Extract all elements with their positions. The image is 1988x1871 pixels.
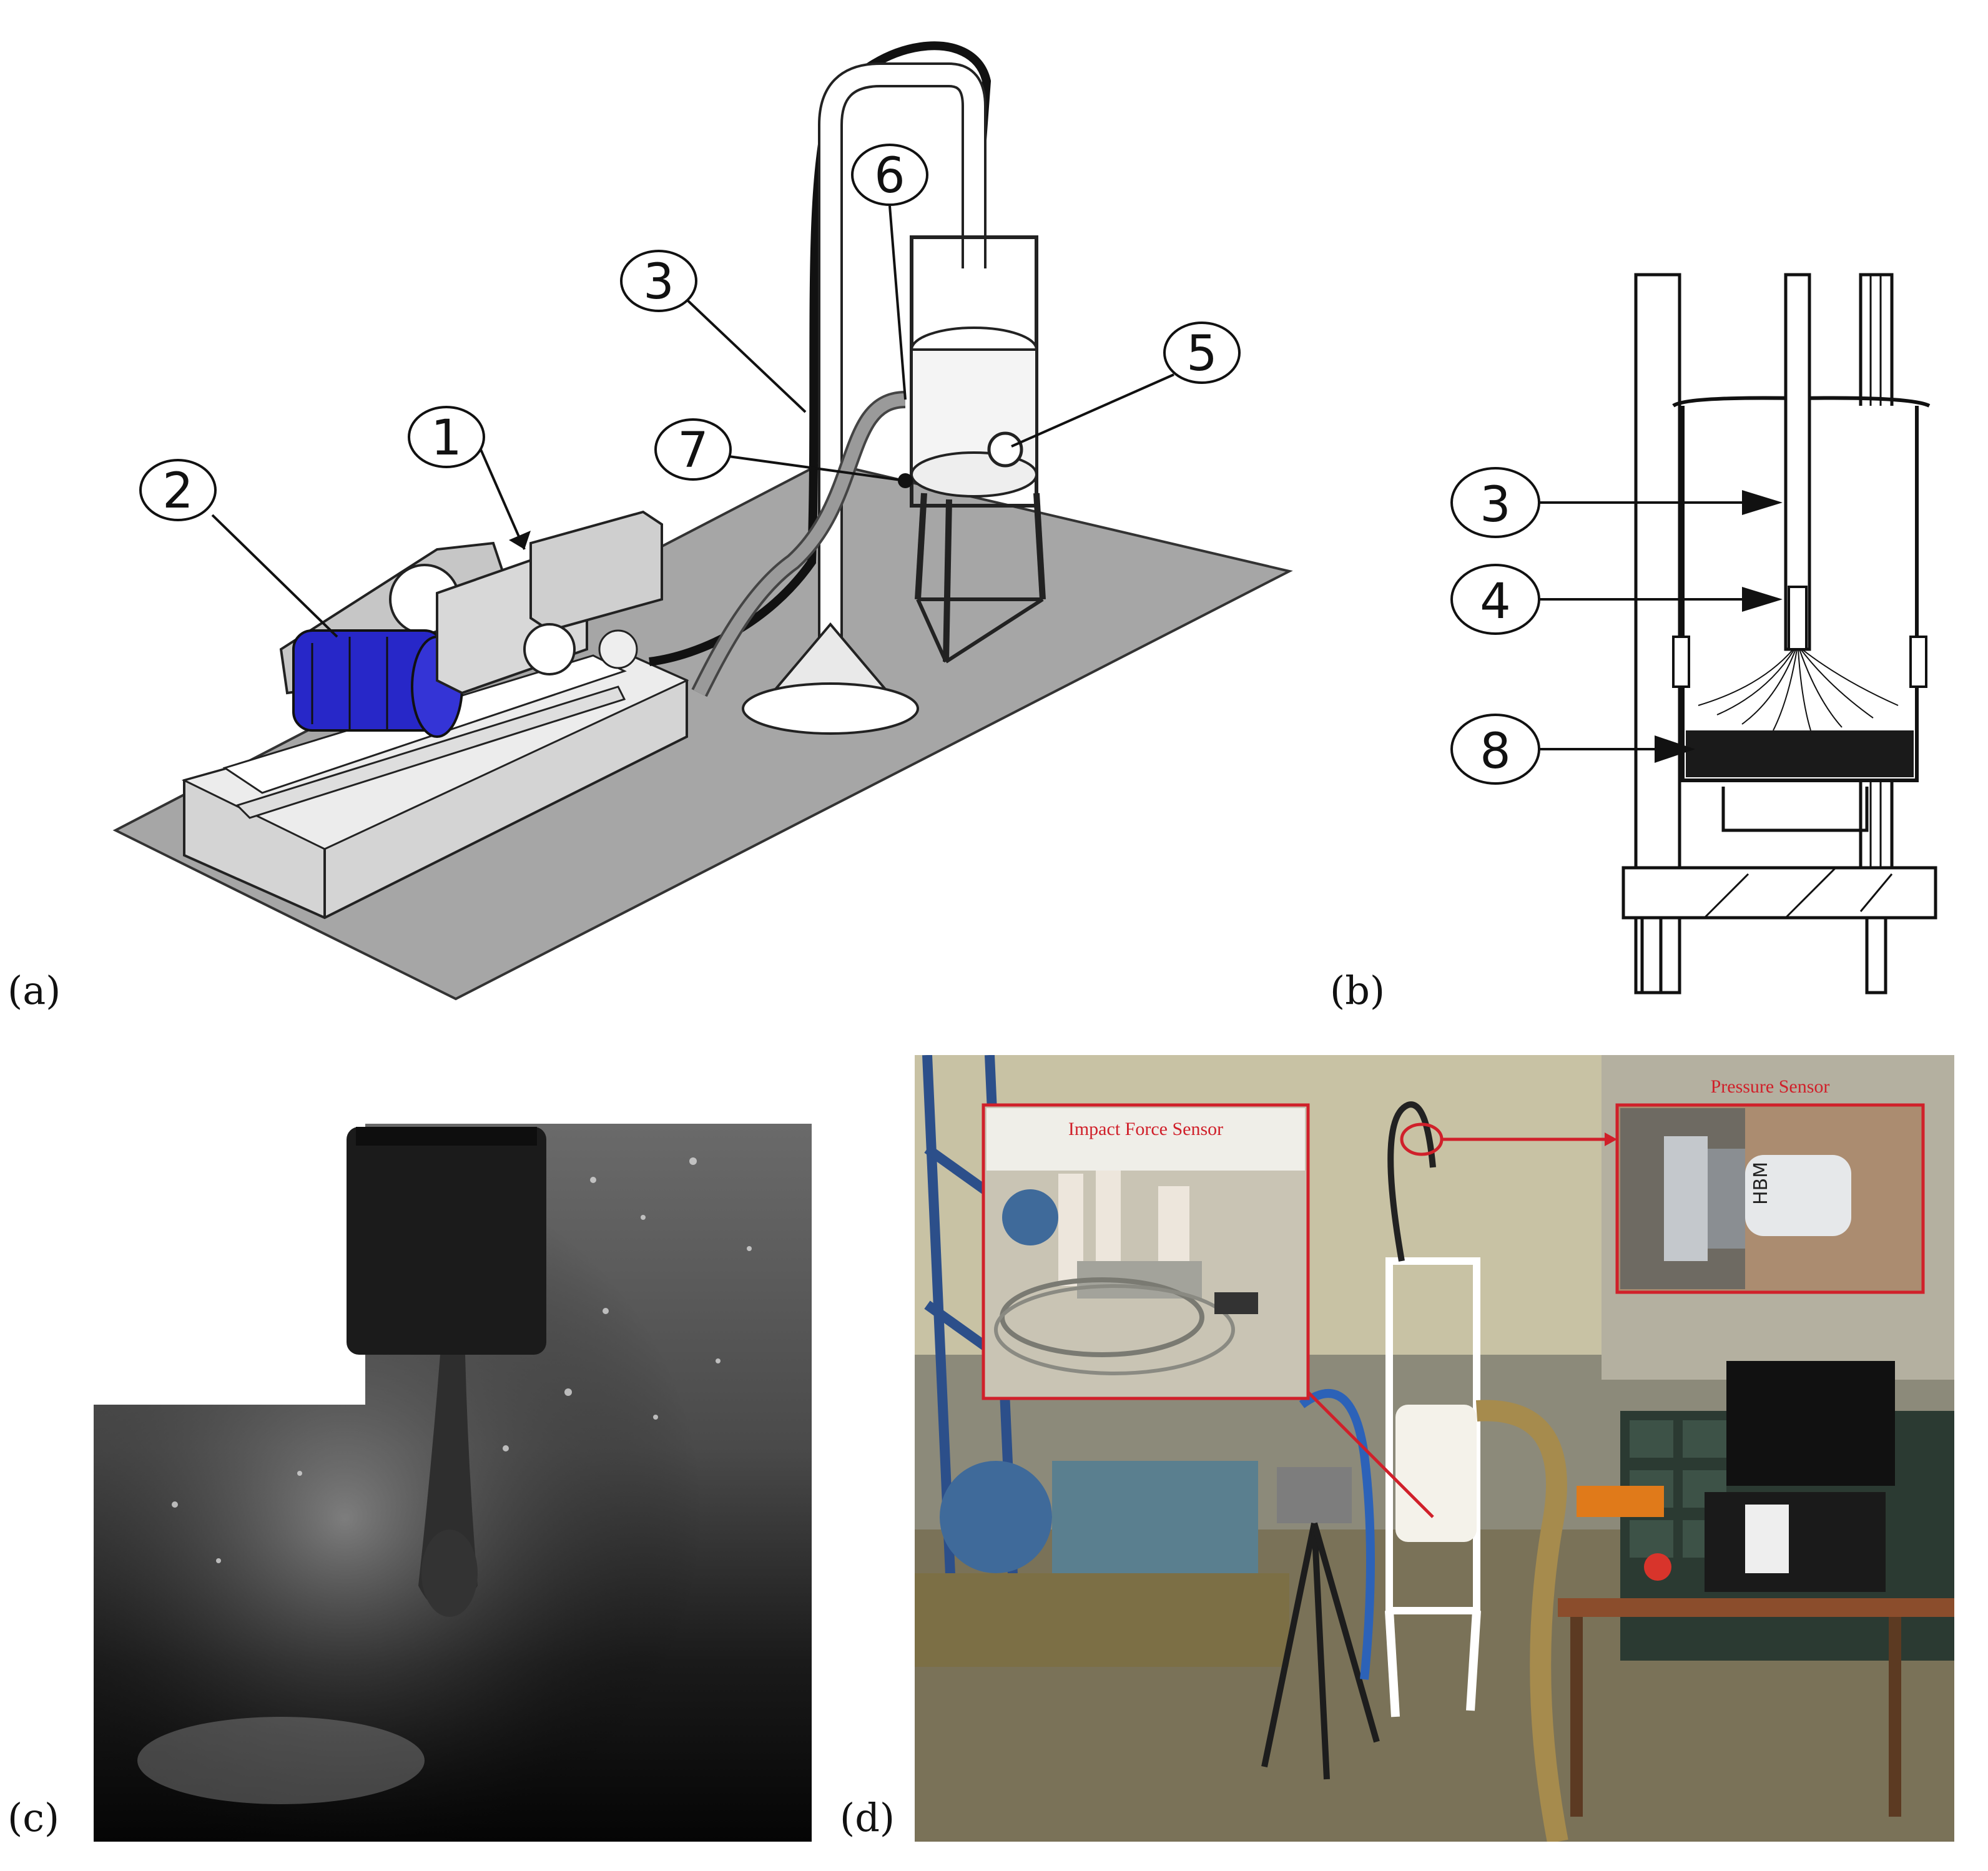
panel-b: 3 4 8 [1436, 250, 1988, 1024]
lab-setup-photo: Impact Force Sensor HBM Pressure Sensor [915, 1055, 1954, 1842]
nozzle-mast [742, 62, 987, 735]
pressure-sensor-inset: HBM Pressure Sensor [1615, 1076, 1925, 1294]
callout-1: 1 [408, 406, 531, 550]
sediment-layer [1686, 730, 1914, 777]
jet-highspeed-image [94, 1124, 812, 1842]
rig-3d-drawing: 1 2 3 5 6 7 [112, 41, 1293, 1001]
callout-b-4: 4 [1450, 564, 1783, 635]
callout-7-number: 7 [677, 423, 709, 479]
panel-a: 1 2 3 5 6 7 [0, 0, 1311, 1024]
hose-pump-to-mast [649, 41, 992, 666]
panel-d: Impact Force Sensor HBM Pressure Sensor [915, 1055, 1954, 1842]
callout-7: 7 [654, 418, 913, 488]
panel-c-label: (c) [7, 1795, 60, 1840]
panel-d-label: (d) [840, 1795, 895, 1840]
callout-3: 3 [620, 250, 807, 413]
callout-6: 6 [851, 144, 928, 400]
callout-b-3-number: 3 [1480, 477, 1511, 533]
sensor-brand-label: HBM [1750, 1162, 1772, 1205]
highspeed-camera [1261, 1467, 1380, 1780]
panel-a-label: (a) [7, 968, 61, 1013]
desk [1558, 1598, 1954, 1617]
callout-2-number: 2 [162, 463, 194, 519]
callout-b-8: 8 [1450, 714, 1695, 785]
nozzle-silhouette [347, 1127, 546, 1355]
callout-b-3: 3 [1450, 467, 1783, 538]
impact-force-sensor-inset: Impact Force Sensor [982, 1103, 1310, 1400]
callout-5-number: 5 [1186, 326, 1218, 382]
callout-3-number: 3 [643, 254, 674, 310]
callout-6-number: 6 [874, 148, 905, 204]
chamber-cross-section: 3 4 8 [1450, 273, 1937, 994]
callout-5: 5 [1011, 322, 1241, 448]
photo-test-stand [1385, 1101, 1481, 1717]
callout-b-4-number: 4 [1480, 574, 1511, 630]
high-pressure-pump [436, 510, 663, 695]
water-jet-spray [1698, 649, 1899, 731]
panel-b-label: (b) [1330, 968, 1385, 1013]
electric-motor [292, 629, 463, 738]
test-chamber [910, 235, 1046, 664]
pc-monitor [1726, 1361, 1895, 1486]
impact-force-sensor-label: Impact Force Sensor [1068, 1119, 1223, 1139]
photo-motor [940, 1461, 1052, 1573]
pressure-sensor-label: Pressure Sensor [1711, 1076, 1830, 1097]
panel-c [94, 1124, 812, 1842]
callout-2: 2 [139, 459, 338, 638]
floor-plate [112, 460, 1293, 1001]
callout-1-number: 1 [431, 410, 462, 466]
callout-b-8-number: 8 [1480, 724, 1511, 780]
